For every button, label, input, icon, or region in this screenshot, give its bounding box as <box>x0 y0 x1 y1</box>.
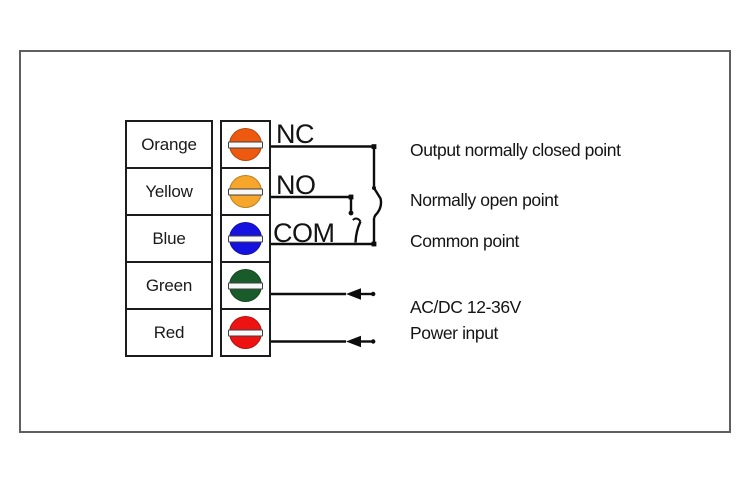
arrow-left-icon <box>346 335 361 348</box>
screw-slot-icon <box>228 329 263 336</box>
wire-label-cell-yellow: Yellow <box>125 167 213 216</box>
wire-label: Orange <box>141 134 197 154</box>
screw-terminal-green <box>228 269 263 302</box>
com-wire <box>271 218 377 247</box>
terminal-cell-green <box>220 261 271 310</box>
arrow-left-icon <box>346 288 361 300</box>
terminal-cell-blue <box>220 214 271 263</box>
contact-label-no: NO <box>276 170 316 200</box>
screw-slot-icon <box>228 188 263 195</box>
terminal-block <box>220 120 271 357</box>
wire-label-cell-green: Green <box>125 261 213 310</box>
switch-contact-arc <box>372 187 383 219</box>
terminal-cell-orange <box>220 120 271 169</box>
terminal-cell-red <box>220 308 271 357</box>
screw-slot-icon <box>228 141 263 148</box>
contact-label-com: COM <box>273 218 335 248</box>
wire-label-cell-blue: Blue <box>125 214 213 263</box>
wire-label: Yellow <box>145 181 193 201</box>
power-rating-text: AC/DC 12-36V <box>410 297 521 317</box>
terminal-cell-yellow <box>220 167 271 216</box>
screw-terminal-orange <box>228 128 263 161</box>
wire-label: Green <box>145 275 193 295</box>
power-input-text: Power input <box>410 323 499 343</box>
wire-color-table: Orange Yellow Blue Green Red <box>125 120 213 357</box>
screw-terminal-blue <box>228 222 263 255</box>
contact-label-nc: NC <box>276 119 315 149</box>
wire-label: Blue <box>152 228 186 248</box>
no-wire <box>271 194 354 216</box>
no-contact-lever <box>352 217 362 243</box>
power-wire-red <box>271 335 376 348</box>
description-no: Normally open point <box>410 190 559 210</box>
screw-slot-icon <box>228 235 263 242</box>
screw-terminal-yellow <box>228 175 263 208</box>
description-com: Common point <box>410 231 520 251</box>
screw-terminal-red <box>228 316 263 349</box>
screw-slot-icon <box>228 282 263 289</box>
power-wire-green <box>271 288 376 300</box>
wire-label-cell-red: Red <box>125 308 213 357</box>
description-nc: Output normally closed point <box>410 140 621 160</box>
wire-label-cell-orange: Orange <box>125 120 213 169</box>
wire-label: Red <box>153 322 185 342</box>
